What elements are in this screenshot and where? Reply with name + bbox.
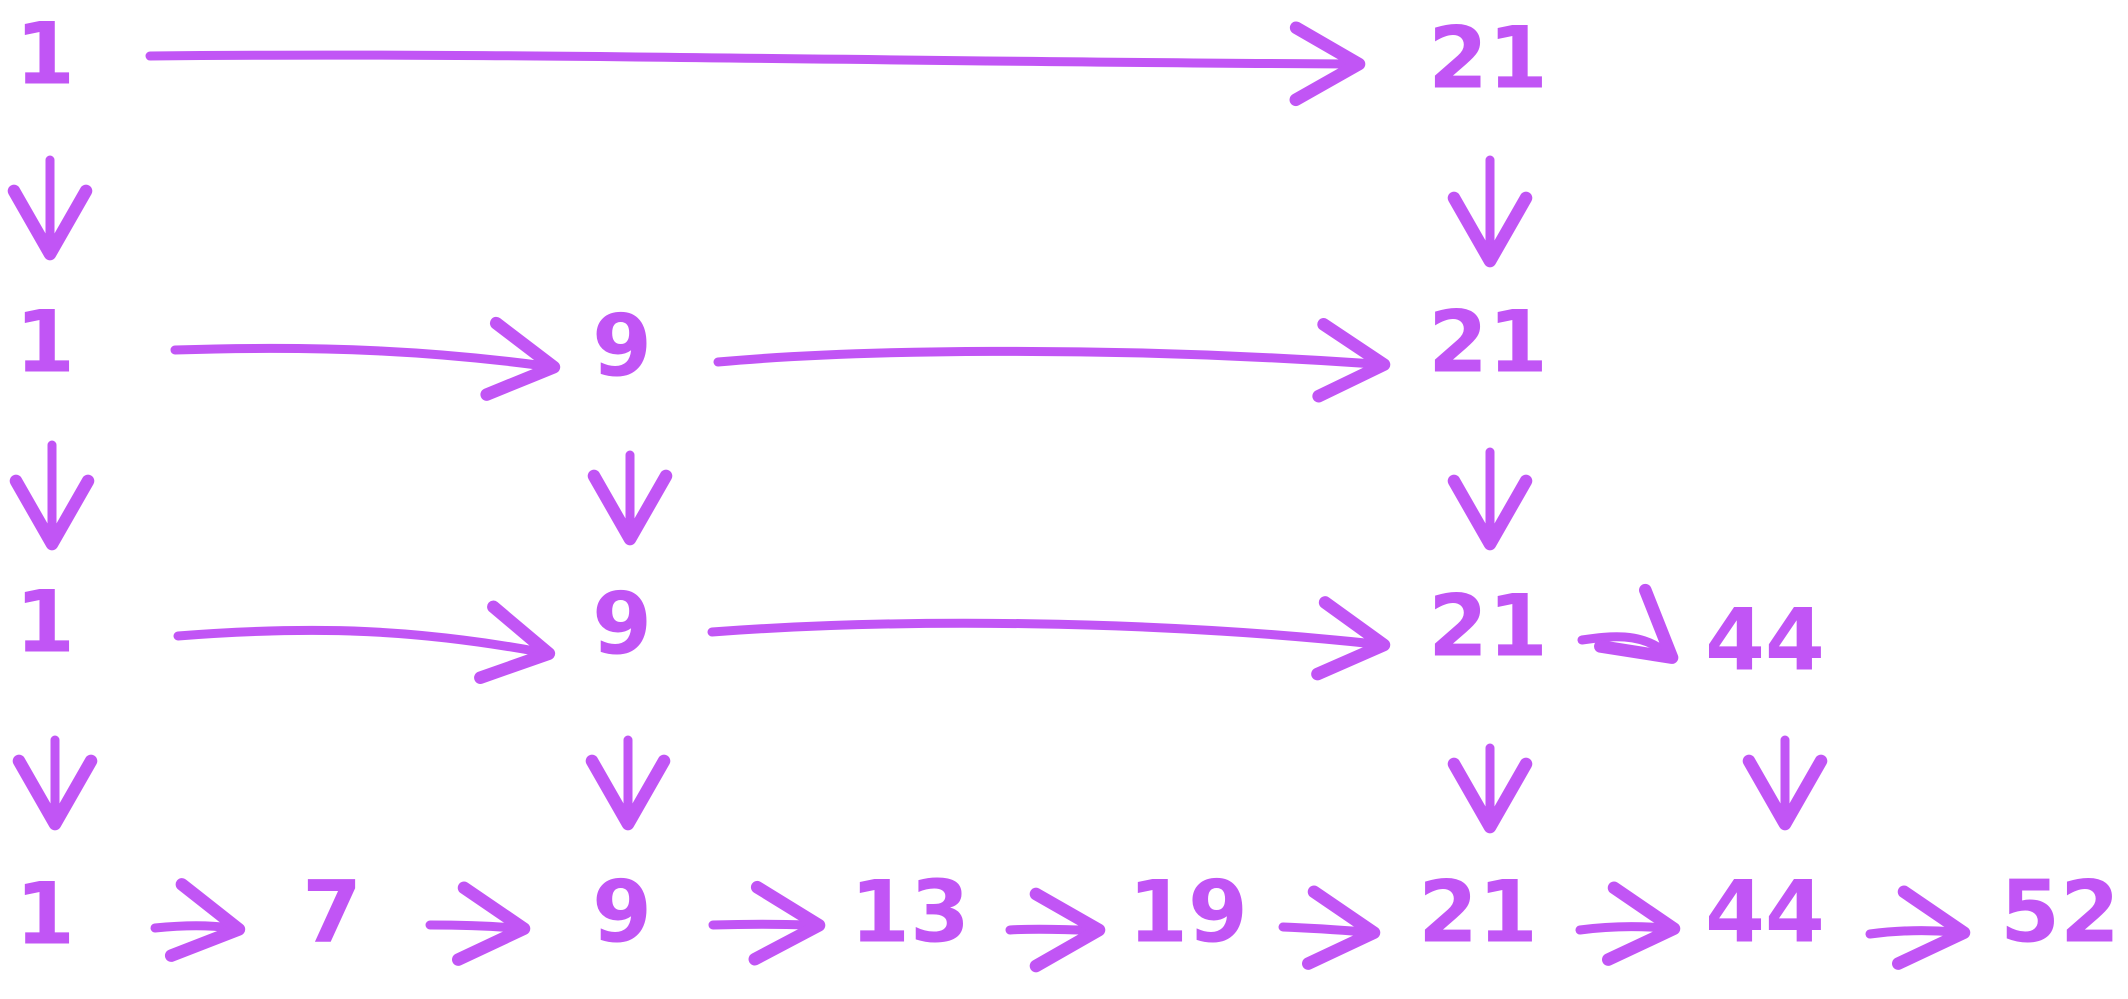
arrow-row3-21-to-44	[1577, 583, 1679, 664]
arrow-row3-1-to-9	[173, 600, 556, 684]
arrow-row4-19-to-21	[1278, 885, 1381, 970]
node-row4-52: 52	[2000, 862, 2120, 962]
node-row3-9: 9	[592, 574, 652, 674]
node-row2-1: 1	[15, 292, 75, 392]
arrow-row4-7-to-9	[425, 881, 531, 966]
arrow-row4-21-to-44	[1575, 881, 1681, 966]
node-row1-21: 21	[1428, 8, 1548, 108]
arrow-row3-9-to-21	[707, 596, 1391, 681]
node-row1-1: 1	[15, 4, 75, 104]
node-row4-13: 13	[850, 862, 970, 962]
node-row4-44: 44	[1705, 862, 1825, 962]
node-row4-9: 9	[592, 862, 652, 962]
arrow-row2-1-to-9	[170, 316, 561, 401]
arrow-row4-1-to-7	[150, 878, 246, 962]
node-row4-1: 1	[15, 864, 75, 964]
node-row2-21: 21	[1428, 292, 1548, 392]
node-row3-1: 1	[15, 572, 75, 672]
arrow-row1-1-to-21	[145, 21, 1366, 107]
node-row4-21: 21	[1418, 862, 1538, 962]
arrow-row4-44-to-52	[1865, 885, 1971, 970]
arrow-row4-9-to-13	[708, 880, 826, 966]
node-row4-19: 19	[1128, 862, 1248, 962]
node-row4-7: 7	[302, 862, 362, 962]
node-row2-9: 9	[592, 296, 652, 396]
node-row3-21: 21	[1428, 576, 1548, 676]
node-row3-44: 44	[1705, 590, 1825, 690]
arrow-row2-9-to-21	[713, 318, 1391, 403]
arrow-row4-13-to-19	[1005, 887, 1106, 973]
